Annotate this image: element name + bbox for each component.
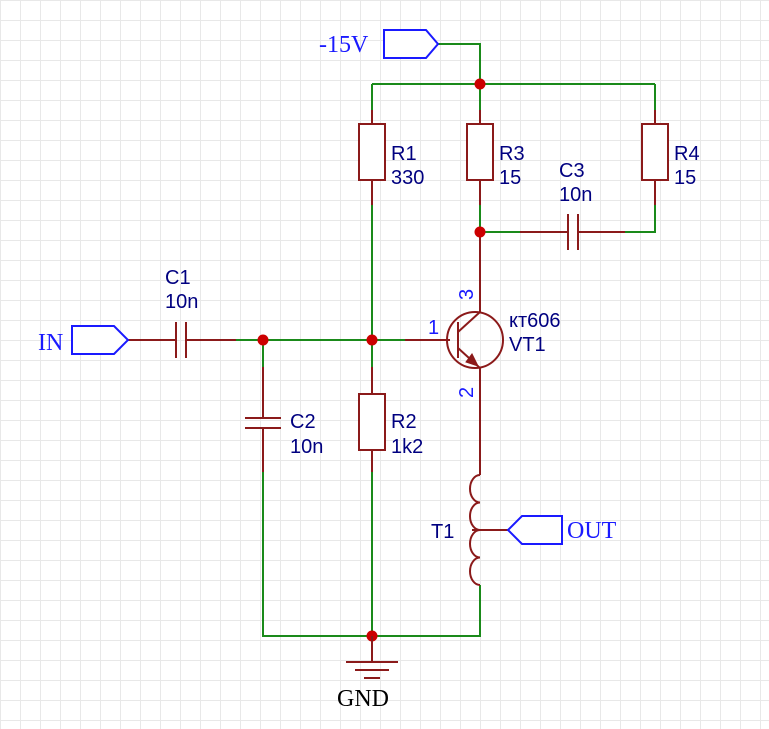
input-label: IN bbox=[38, 330, 63, 356]
vt1-pin-emitter: 2 bbox=[456, 387, 478, 398]
r3-resistor[interactable] bbox=[466, 123, 494, 181]
r2-value: 1k2 bbox=[391, 436, 423, 458]
wire-c2-gnd bbox=[262, 472, 372, 637]
vt1-value: кт606 bbox=[509, 310, 561, 332]
c3-ref: C3 bbox=[559, 160, 585, 182]
vt1-emitter-arrow bbox=[465, 353, 479, 367]
wire-t1-gnd bbox=[372, 585, 481, 637]
t1-ref: T1 bbox=[431, 521, 454, 543]
r4-ref: R4 bbox=[674, 143, 700, 165]
r3-value: 15 bbox=[499, 167, 521, 189]
junctions bbox=[257, 78, 486, 642]
r2-ref: R2 bbox=[391, 411, 417, 433]
c1-capacitor[interactable] bbox=[175, 322, 187, 358]
vneg-label: -15V bbox=[319, 32, 369, 58]
t1-inductor[interactable] bbox=[469, 474, 481, 586]
r1-value: 330 bbox=[391, 167, 424, 189]
output-label: OUT bbox=[567, 518, 617, 544]
input-port[interactable] bbox=[71, 325, 130, 355]
junction-top-rail bbox=[474, 78, 486, 90]
c1-value: 10n bbox=[165, 291, 198, 313]
vt1-transistor[interactable] bbox=[446, 300, 504, 380]
ground-label: GND bbox=[337, 686, 389, 712]
c2-value: 10n bbox=[290, 436, 323, 458]
r1-ref: R1 bbox=[391, 143, 417, 165]
c2-ref: C2 bbox=[290, 411, 316, 433]
wire-c3-r4 bbox=[625, 205, 656, 233]
wire-vneg bbox=[438, 43, 481, 84]
c1-ref: C1 bbox=[165, 267, 191, 289]
r2-resistor[interactable] bbox=[358, 393, 386, 451]
r4-value: 15 bbox=[674, 167, 696, 189]
junction-collector bbox=[474, 226, 486, 238]
r4-resistor[interactable] bbox=[641, 123, 669, 181]
vt1-pin-collector: 3 bbox=[456, 289, 478, 300]
junction-base bbox=[366, 334, 378, 346]
component-leads bbox=[128, 110, 656, 531]
output-port[interactable] bbox=[506, 515, 563, 545]
r1-resistor[interactable] bbox=[358, 123, 386, 181]
c3-value: 10n bbox=[559, 184, 592, 206]
vt1-ref: VT1 bbox=[509, 334, 546, 356]
vt1-pin-base: 1 bbox=[428, 317, 439, 339]
ground-icon bbox=[346, 636, 398, 679]
r3-ref: R3 bbox=[499, 143, 525, 165]
c2-capacitor[interactable] bbox=[245, 417, 281, 429]
junction-c2 bbox=[257, 334, 269, 346]
vneg-port[interactable] bbox=[383, 29, 440, 59]
c3-capacitor[interactable] bbox=[567, 214, 579, 250]
